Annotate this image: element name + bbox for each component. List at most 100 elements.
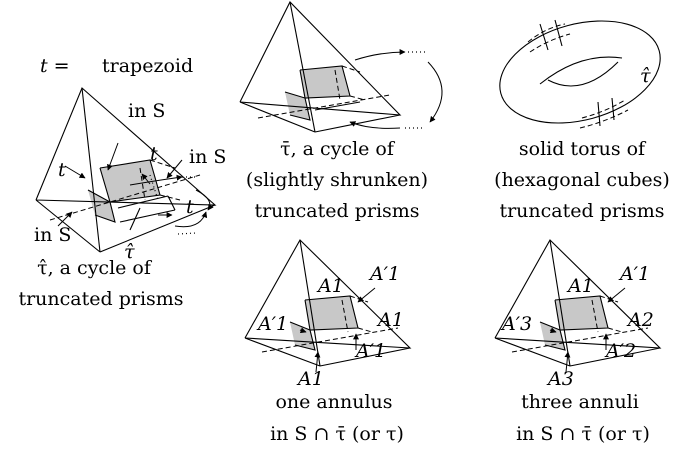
caption-line: truncated prisms [254, 200, 419, 222]
tube-section [597, 101, 601, 127]
tube-section [581, 99, 626, 119]
tube-section [611, 97, 615, 121]
caption-line: τ̄, a cycle of [280, 138, 396, 160]
prism-hidden [591, 299, 599, 333]
shaded-face [305, 296, 358, 330]
pyramid-edge [81, 87, 101, 253]
pyramid-edge [299, 239, 321, 367]
arrow [195, 189, 214, 211]
tau-hat-label: τ̂ [640, 65, 651, 87]
prism-face [284, 91, 311, 121]
prism-hidden [139, 167, 146, 201]
pyramid-outline [35, 87, 217, 206]
hidden-base-edge [49, 174, 201, 221]
in-S-pointer [107, 142, 119, 171]
A1-label: A1 [296, 368, 324, 390]
pyramid-base-edge [314, 114, 401, 133]
pyramid-base-edge [239, 101, 316, 133]
prism-face [87, 189, 116, 223]
pyramid-outline [494, 239, 662, 349]
pyramid-base-edge [494, 337, 571, 367]
pyramid-outline [244, 239, 412, 349]
in-S-label: in S [34, 224, 71, 246]
shaded-face [300, 66, 350, 98]
pointer [314, 351, 321, 373]
A2-prime-label: A′2 [604, 340, 636, 362]
pyramid-diagram-top-middle [239, 1, 443, 133]
shaded-face-small [540, 322, 565, 350]
prism-hidden [341, 65, 361, 73]
pointer [607, 287, 626, 303]
panel-top-middle: τ̄, a cycle of (slightly shrunken) trunc… [239, 1, 443, 222]
prism-hidden [607, 327, 623, 333]
pyramid-base-edge [244, 337, 321, 367]
in-S-pointer [57, 211, 73, 227]
slab-edge [117, 195, 169, 209]
A1-label: A1 [566, 275, 594, 297]
arrow [349, 121, 401, 129]
caption-line: one annulus [275, 391, 392, 413]
tube-section [529, 33, 571, 53]
A3-prime-label: A′3 [500, 313, 532, 335]
t-label: t [150, 143, 158, 165]
hidden-base-edge [261, 327, 399, 353]
prism-hidden [341, 299, 349, 333]
in-S-label: in S [189, 146, 226, 168]
tube-section [579, 109, 629, 129]
prism-hidden [334, 69, 341, 101]
caption-line: τ̂, a cycle of [37, 257, 153, 279]
caption-line: solid torus of [519, 138, 647, 160]
pyramid-outline [239, 1, 402, 116]
pointer [564, 351, 571, 373]
arrow [427, 61, 443, 123]
panel-top-right: τ̂ solid torus of (hexagonal cubes) trun… [494, 19, 670, 222]
torus-outer [499, 20, 661, 124]
pyramid-edge [549, 239, 571, 367]
panel-bottom-middle: A1 A′1 A′1 A1 A′1 A1 one annulus in S ∩ … [244, 239, 412, 445]
hidden-base-edge [257, 94, 391, 119]
pyramid-diagram-bottom-right [494, 239, 662, 373]
A3-label: A3 [546, 368, 574, 390]
arrow [129, 174, 183, 186]
prism-hidden [149, 159, 176, 169]
pointer [299, 327, 307, 334]
in-S-label: in S [128, 100, 165, 122]
pyramid-base-edge [99, 204, 216, 253]
A1-label: A1 [376, 309, 404, 331]
torus-inner-bottom [547, 61, 619, 87]
pyramid-base-edge [35, 199, 101, 253]
shaded-face [555, 296, 608, 330]
shaded-face-small [290, 322, 315, 350]
torus-inner-top [539, 56, 623, 85]
pyramid-diagram-top-left: in S t in S t t in S τ̂ [34, 87, 226, 263]
caption-line: truncated prisms [499, 200, 664, 222]
A1-label: A1 [316, 275, 344, 297]
pyramid-edge [289, 1, 316, 133]
caption-line: (hexagonal cubes) [494, 169, 670, 191]
arrow [354, 49, 406, 61]
panel-bottom-right: A1 A′1 A′3 A2 A′2 A3 three annuli in S ∩… [494, 239, 662, 445]
shaded-face-small [285, 92, 310, 120]
prism-hidden [159, 194, 181, 201]
tube-section [539, 23, 549, 51]
prism-hidden [357, 327, 373, 333]
prism-face [289, 321, 316, 351]
prism-dotted [149, 174, 159, 201]
A1-prime-label: A′1 [618, 263, 650, 285]
A2-label: A2 [626, 309, 654, 331]
slab-edge [119, 209, 176, 223]
A1-prime-label: A′1 [354, 340, 386, 362]
pointer [549, 327, 557, 334]
pyramid-base-edge [319, 347, 411, 367]
tau-hat-pointer [129, 207, 141, 231]
tube-section [554, 19, 563, 47]
caption-line: in S ∩ τ̄ (or τ) [270, 423, 404, 445]
tube-section [527, 23, 566, 43]
torus-diagram [499, 19, 661, 129]
caption-line: truncated prisms [18, 288, 183, 310]
dotted-continuation [177, 232, 197, 235]
slab-edge [314, 101, 361, 111]
panel-top-left: t = trapezoid [18, 55, 226, 310]
t-equals-label: t = [40, 55, 70, 77]
